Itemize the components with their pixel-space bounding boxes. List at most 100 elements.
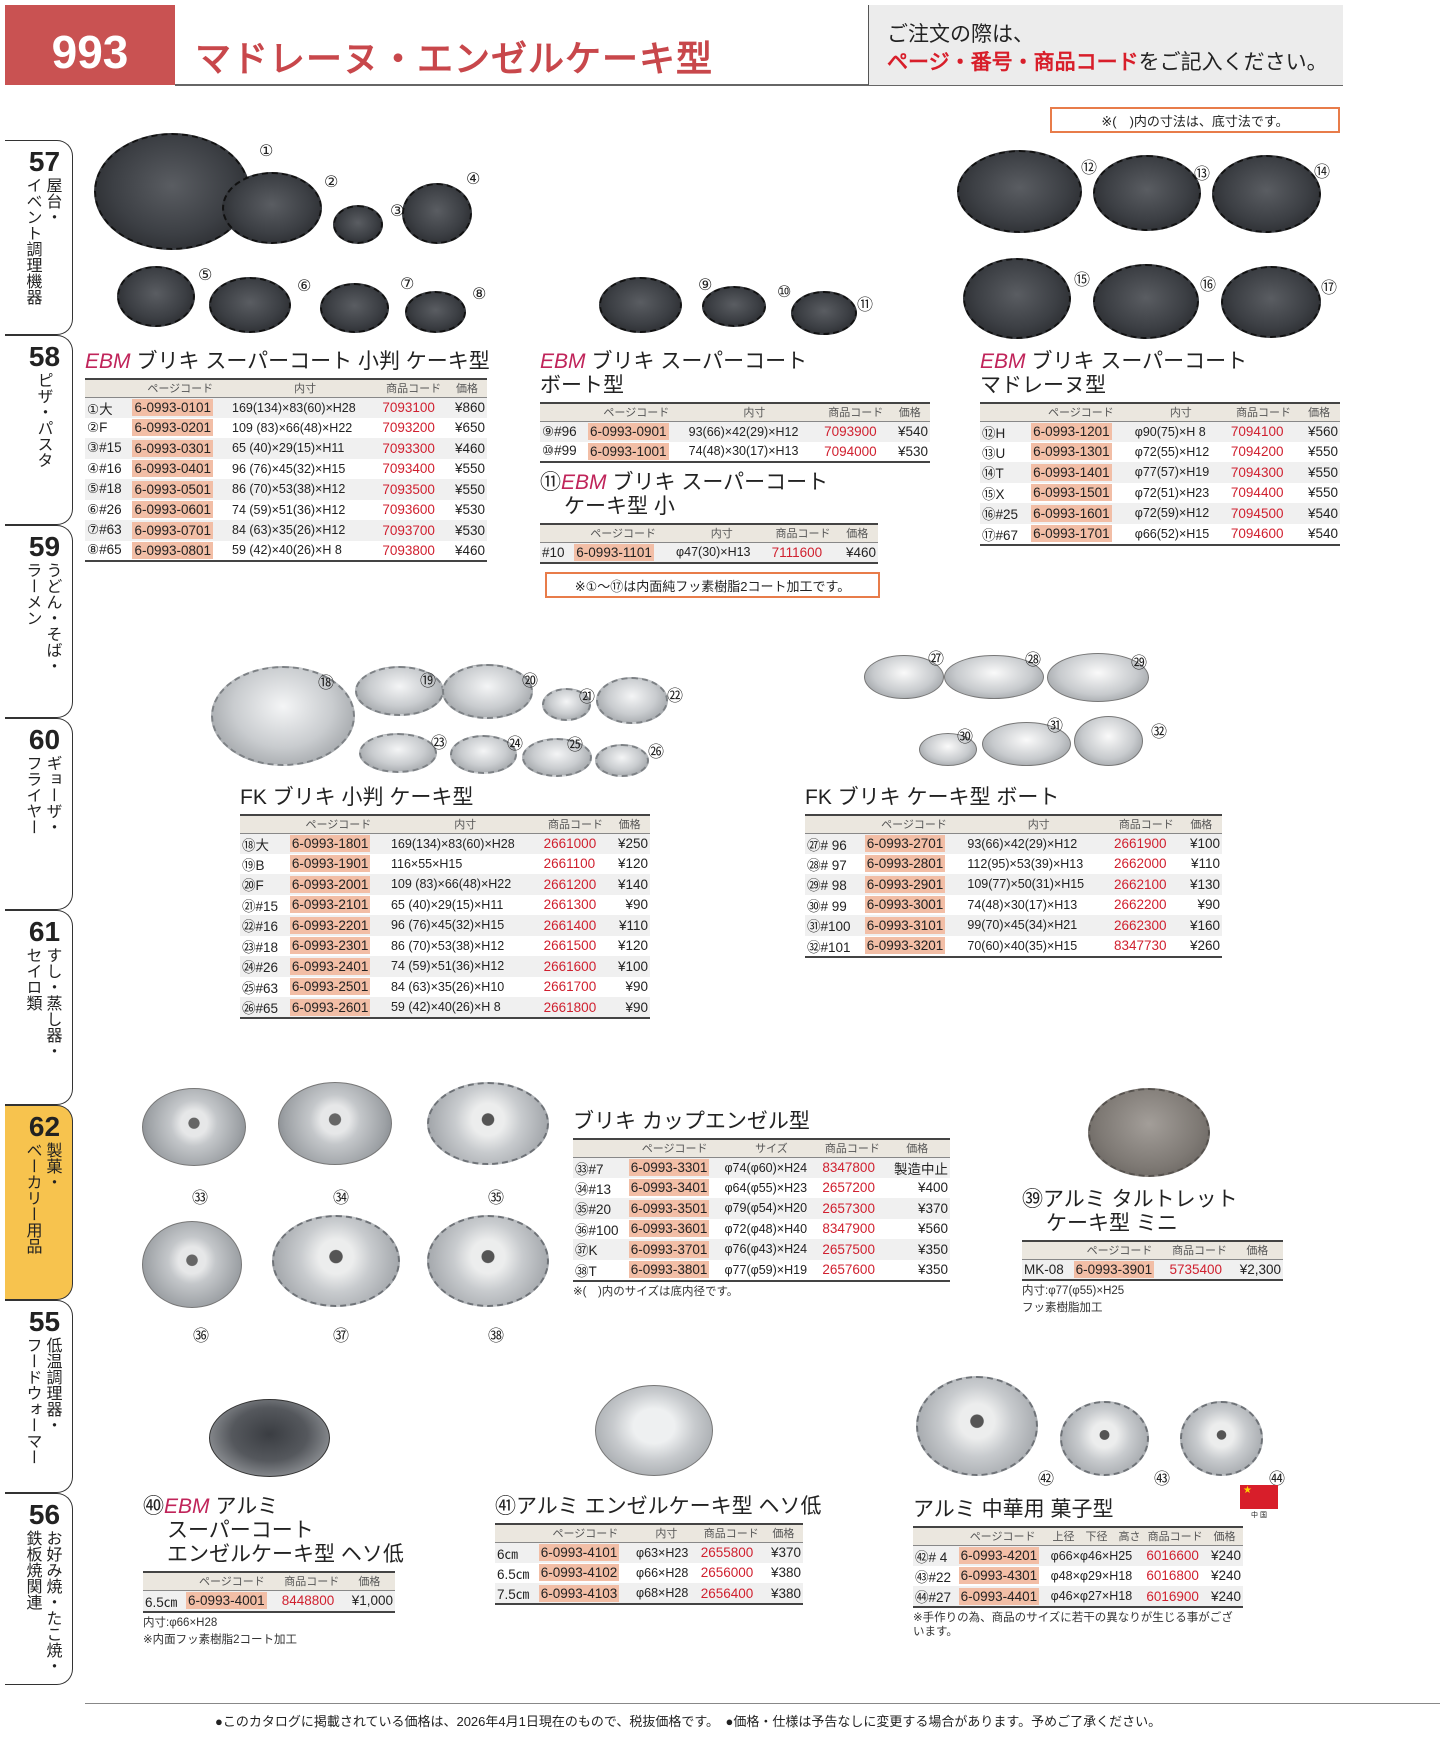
- column-header: 内寸: [686, 403, 823, 422]
- cell-label: ㉗# 96: [805, 833, 863, 854]
- cell-code: 6-0993-1801: [287, 833, 389, 854]
- cell-dim: 93(66)×42(29)×H12: [686, 421, 823, 442]
- page-code: 6-0993-1901: [289, 855, 371, 873]
- table-header-row: ページコード内寸商品コード価格: [980, 403, 1340, 422]
- cell-code: 6-0993-2801: [863, 854, 966, 875]
- cell-code: 6-0993-4102: [537, 1563, 634, 1584]
- cell-pcode: 7094100: [1228, 421, 1299, 442]
- section-title-line: FK ブリキ ケーキ型 ボート: [805, 786, 1222, 810]
- cell-price: ¥460: [836, 542, 878, 563]
- cell-price: ¥860: [446, 397, 487, 418]
- category-tab-label: 屋台・イベント調理機器: [5, 177, 72, 305]
- cell-price: ¥460: [446, 438, 487, 459]
- cell-price: ¥550: [1298, 462, 1340, 483]
- product-image: [1093, 264, 1199, 339]
- column-header: ページコード: [287, 815, 389, 834]
- cell-pcode: 7093800: [382, 542, 435, 558]
- cell-dim: 86 (70)×53(38)×H12: [230, 479, 381, 500]
- cell-dim: φ64(φ55)×H23: [724, 1180, 808, 1195]
- cell-price: ¥110: [609, 915, 650, 936]
- page-code: 6-0993-0401: [132, 460, 214, 478]
- category-tab-number: 56: [28, 1499, 61, 1530]
- china-flag-icon: ★: [1240, 1485, 1278, 1509]
- cell-code: 6-0993-3801: [627, 1260, 723, 1281]
- cell-price: 製造中止: [884, 1157, 950, 1178]
- cell-label: ⑱大: [240, 833, 288, 854]
- category-tab-label-line2: 鉄板焼関連: [23, 1530, 41, 1610]
- column-header: 上径 下径 高さ: [1048, 1527, 1145, 1546]
- cell-label: ⑨#96: [540, 421, 586, 442]
- cell-price: ¥160: [1180, 915, 1222, 936]
- product-image: [402, 183, 472, 244]
- product-image: [427, 1082, 549, 1165]
- cell-label: ⑮X: [982, 486, 1005, 502]
- page-code: 6-0993-1501: [1031, 484, 1112, 502]
- product-image: [596, 677, 668, 724]
- section-title-text: スーパーコート: [167, 1519, 314, 1542]
- product-image-number: ⑱: [318, 675, 335, 692]
- section-title-text: エンゼルケーキ型 ヘソ低: [167, 1543, 404, 1566]
- category-tab-label: お好み焼・たこ焼・鉄板焼関連: [5, 1530, 72, 1674]
- page-code: 6-0993-0601: [132, 501, 214, 519]
- cell-pcode: 7111600: [769, 542, 837, 563]
- cell-price: ¥240: [1205, 1545, 1243, 1566]
- section-note: 内寸:φ66×H28: [143, 1616, 218, 1629]
- cell-price: ¥240: [1210, 1568, 1241, 1584]
- product-image: [209, 277, 291, 333]
- page-code: 6-0993-2601: [289, 998, 371, 1016]
- column-header: [1022, 1241, 1072, 1260]
- column-header: 商品コード: [380, 379, 447, 398]
- section-title-line: アルミ 中華用 菓子型: [913, 1498, 1243, 1522]
- cell-dim: φ79(φ54)×H20: [722, 1198, 821, 1219]
- cell-pcode: 6016800: [1146, 1568, 1199, 1584]
- page-code: 6-0993-3701: [628, 1240, 710, 1258]
- column-header: 価格: [836, 524, 878, 543]
- cell-code: 6-0993-4201: [956, 1545, 1049, 1566]
- column-header: 商品コード: [820, 1139, 885, 1158]
- cell-code: 6-0993-2601: [287, 997, 389, 1018]
- category-tab-label: 製菓・ベーカリー用品: [5, 1142, 72, 1254]
- cell-dim: φ47(30)×H13: [674, 542, 770, 563]
- cell-code: 6-0993-3501: [626, 1198, 723, 1219]
- brand-name: EBM: [164, 1495, 210, 1518]
- column-header: 内寸: [388, 815, 542, 834]
- column-header: ページコード: [626, 1139, 723, 1158]
- cell-label: 6.5㎝: [497, 1566, 530, 1582]
- cell-pcode: 7094500: [1228, 503, 1299, 524]
- cell-price: ¥120: [617, 938, 648, 954]
- category-tab-label-line2: フードウォーマー: [23, 1337, 41, 1465]
- product-image-number: ⑦: [400, 276, 415, 293]
- product-image-number: ②: [324, 174, 339, 191]
- product-image: [702, 286, 766, 327]
- column-header: 内寸: [230, 379, 381, 398]
- cell-pcode: 2657300: [820, 1198, 885, 1219]
- cell-price: ¥550: [1307, 444, 1338, 460]
- cell-price: ¥1,000: [343, 1590, 395, 1612]
- table-header-row: ページコード内寸商品コード価格: [540, 524, 878, 543]
- product-image-number: ㊳: [488, 1328, 505, 1345]
- column-header: 商品コード: [1228, 403, 1299, 422]
- cell-dim: 70(60)×40(35)×H15: [967, 938, 1078, 953]
- cell-price: ¥650: [454, 420, 485, 436]
- product-image: [278, 1082, 392, 1165]
